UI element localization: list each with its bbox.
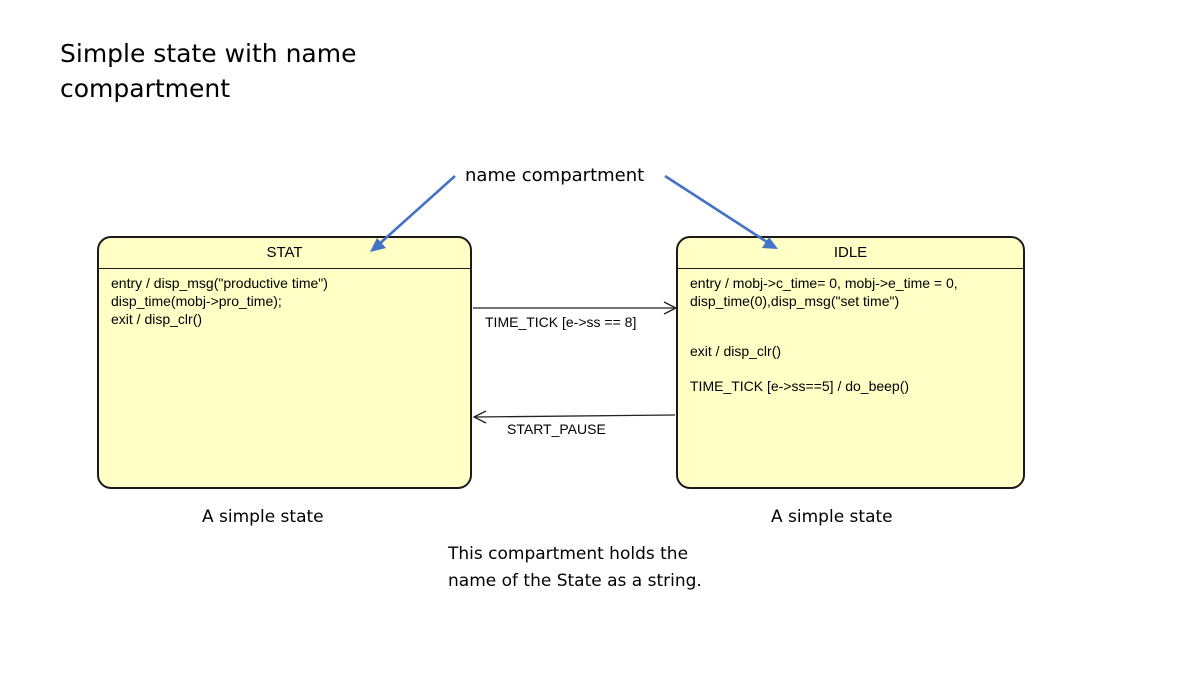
state-idle-name-compartment: IDLE — [678, 238, 1023, 269]
state-stat[interactable]: STAT entry / disp_msg("productive time")… — [97, 236, 472, 489]
name-compartment-annotation: name compartment — [465, 165, 645, 186]
state-stat-body: entry / disp_msg("productive time") disp… — [99, 269, 470, 333]
transition-arrow-stat-to-idle[interactable] — [473, 301, 678, 315]
transition-label-time-tick: TIME_TICK [e->ss == 8] — [485, 314, 637, 330]
transition-arrow-idle-to-stat[interactable] — [472, 410, 676, 424]
slide-title: Simple state with name compartment — [60, 39, 357, 103]
transition-label-start-pause: START_PAUSE — [507, 421, 606, 437]
state-stat-line: exit / disp_clr() — [111, 311, 203, 327]
state-idle[interactable]: IDLE entry / mobj->c_time= 0, mobj->e_ti… — [676, 236, 1025, 489]
explanation-note: This compartment holds the name of the S… — [448, 541, 702, 595]
caption-stat: A simple state — [202, 507, 324, 527]
state-idle-line: TIME_TICK [e->ss==5] / do_beep() — [690, 378, 910, 394]
caption-idle: A simple state — [771, 507, 893, 527]
note-line: name of the State as a string. — [448, 571, 702, 591]
note-line: This compartment holds the — [448, 544, 689, 564]
state-idle-line: entry / mobj->c_time= 0, mobj->e_time = … — [690, 275, 958, 291]
state-stat-name-compartment: STAT — [99, 238, 470, 269]
state-idle-line: exit / disp_clr() — [690, 343, 782, 359]
state-stat-line: disp_time(mobj->pro_time); — [111, 293, 282, 309]
state-idle-body: entry / mobj->c_time= 0, mobj->e_time = … — [678, 269, 1023, 400]
annotation-arrow-left — [370, 175, 456, 252]
annotation-arrow-right — [664, 174, 778, 249]
state-stat-line: entry / disp_msg("productive time") — [111, 275, 328, 291]
state-idle-line: disp_time(0),disp_msg("set time") — [690, 293, 900, 309]
